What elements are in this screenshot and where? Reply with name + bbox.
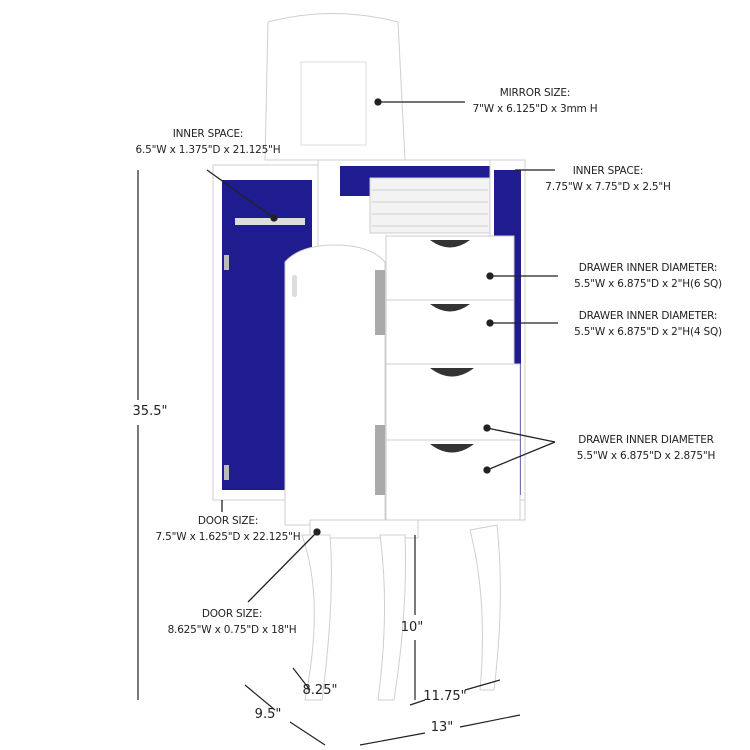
drawer-3-callout: DRAWER INNER DIAMETER 5.5"W x 6.875"D x … bbox=[576, 432, 716, 464]
leader-lines bbox=[206, 98, 558, 603]
inner-space-left-callout: INNER SPACE: 6.5"W x 1.375"D x 21.125"H bbox=[136, 126, 281, 158]
dimension-lines bbox=[137, 170, 521, 746]
door-front-value: 8.625"W x 0.75"D x 18"H bbox=[167, 624, 297, 636]
drawer-3-title: DRAWER INNER DIAMETER bbox=[578, 434, 714, 446]
drawer-1-callout: DRAWER INNER DIAMETER: 5.5"W x 6.875"D x… bbox=[574, 260, 722, 292]
drawer-2-callout: DRAWER INNER DIAMETER: 5.5"W x 6.875"D x… bbox=[574, 308, 722, 340]
inner-depth-dimension: 8.25" bbox=[302, 683, 338, 698]
front-door bbox=[284, 244, 386, 526]
hinge bbox=[375, 270, 385, 335]
legs bbox=[301, 519, 501, 701]
drawer-2-title: DRAWER INNER DIAMETER: bbox=[578, 310, 718, 322]
inner-space-top-callout: INNER SPACE: 7.75"W x 7.75"D x 2.5"H bbox=[545, 163, 671, 195]
leg-height-dimension: 10" bbox=[400, 620, 424, 635]
necklace-hook-bar bbox=[235, 218, 305, 225]
inner-space-left-value: 6.5"W x 1.375"D x 21.125"H bbox=[135, 144, 281, 156]
height-dimension: 35.5" bbox=[132, 404, 168, 419]
drawer-1-title: DRAWER INNER DIAMETER: bbox=[578, 262, 718, 274]
door-front-callout: DOOR SIZE: 8.625"W x 0.75"D x 18"H bbox=[168, 606, 297, 638]
inner-width-dimension: 11.75" bbox=[423, 689, 467, 704]
door-side-callout: DOOR SIZE: 7.5"W x 1.625"D x 22.125"H bbox=[156, 513, 301, 545]
inner-space-left-title: INNER SPACE: bbox=[172, 128, 244, 140]
drawers bbox=[385, 235, 521, 521]
louvered-panel bbox=[369, 177, 491, 234]
inner-space-top-value: 7.75"W x 7.75"D x 2.5"H bbox=[545, 181, 671, 193]
drawer-3 bbox=[385, 363, 521, 441]
drawer-3-value: 5.5"W x 6.875"D x 2.875"H bbox=[576, 450, 716, 462]
drawer-1-value: 5.5"W x 6.875"D x 2"H(6 SQ) bbox=[574, 278, 722, 290]
door-side-value: 7.5"W x 1.625"D x 22.125"H bbox=[155, 531, 301, 543]
door-side-title: DOOR SIZE: bbox=[197, 515, 259, 527]
drawer-2-value: 5.5"W x 6.875"D x 2"H(4 SQ) bbox=[574, 326, 722, 338]
inner-space-top-title: INNER SPACE: bbox=[572, 165, 644, 177]
mirror-size-title: MIRROR SIZE: bbox=[499, 87, 571, 99]
mirror-size-value: 7"W x 6.125"D x 3mm H bbox=[472, 103, 598, 115]
mirror-frame bbox=[264, 13, 406, 161]
door-front-title: DOOR SIZE: bbox=[201, 608, 263, 620]
hinge bbox=[375, 425, 385, 495]
outer-width-dimension: 13" bbox=[430, 720, 454, 735]
drawer-4 bbox=[385, 439, 521, 521]
outer-depth-dimension: 9.5" bbox=[254, 707, 282, 722]
mirror-size-callout: MIRROR SIZE: 7"W x 6.125"D x 3mm H bbox=[473, 85, 598, 117]
